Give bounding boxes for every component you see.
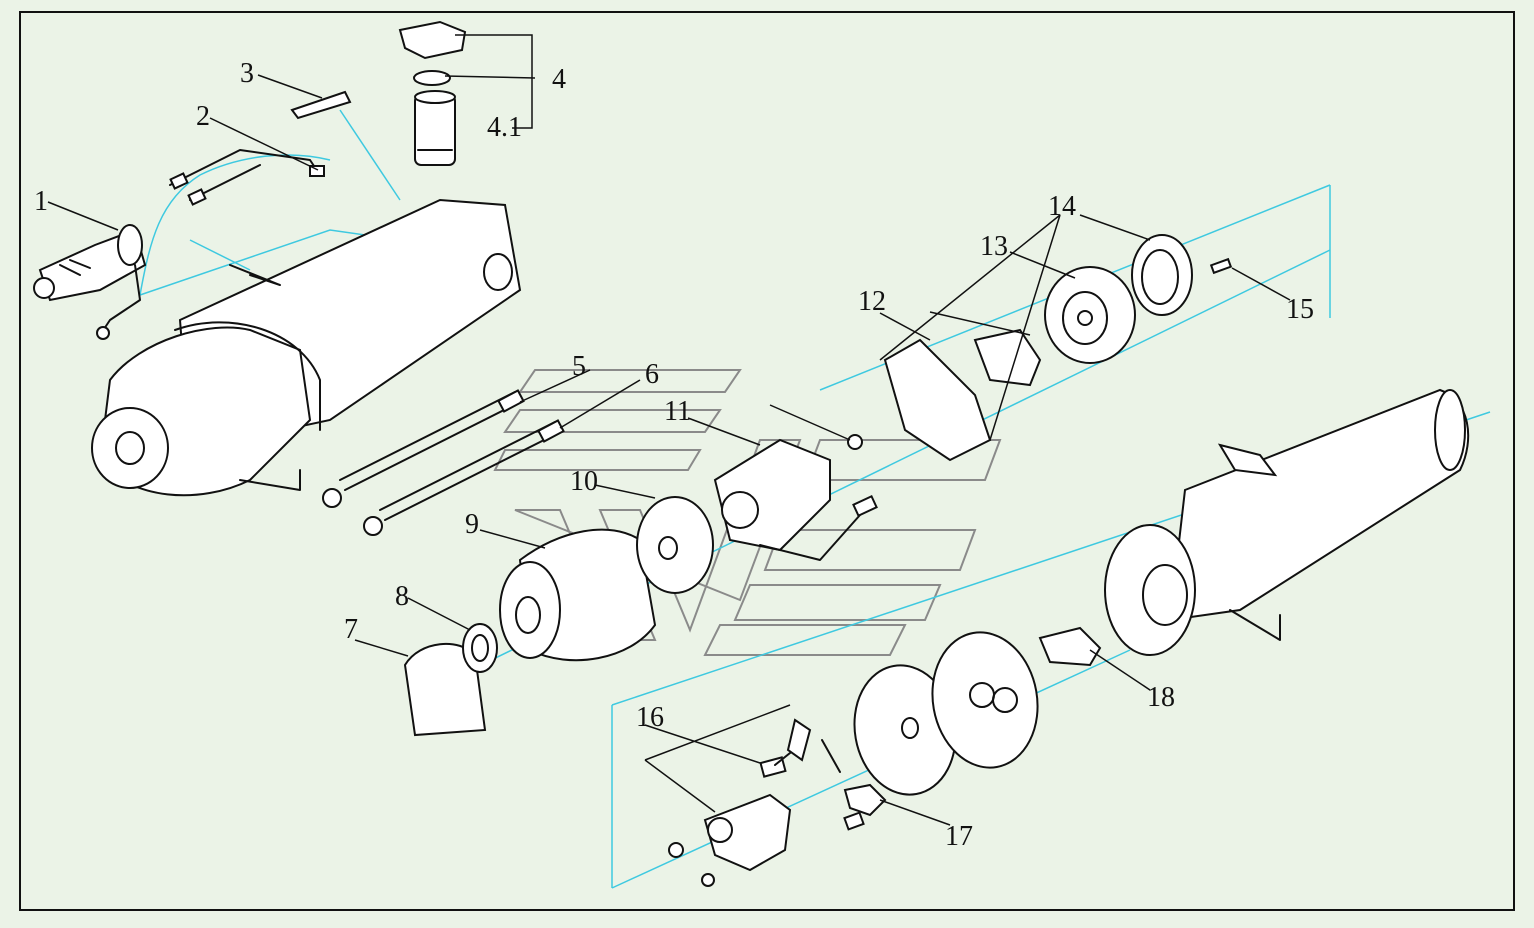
heat-exchanger-right [1104,388,1470,656]
callout-16: 16 [636,702,664,733]
callout-5: 5 [572,351,586,382]
part-17-sensor [843,783,887,831]
callout-12: 12 [858,286,886,317]
part-16-burner-pump [668,793,792,887]
callout-11: 11 [664,396,691,427]
callout-labels: 1 2 3 4 4.1 5 6 7 8 9 10 11 12 13 14 15 … [34,58,1314,852]
leader-lines [47,34,1291,826]
part-14-gasket-ring [1131,234,1193,316]
part-5-fuel-hose [322,389,525,508]
part-15-screw [1209,257,1233,275]
callout-17: 17 [945,821,973,852]
callout-4: 4 [552,64,566,95]
part-13-fan-housing [1044,266,1136,364]
part-8-seal-ring [462,623,498,673]
heater-assembly-left [91,198,522,497]
callout-4-1: 4.1 [487,112,522,143]
callout-13: 13 [980,231,1008,262]
part-4-fuel-filter [398,20,467,166]
part-18-connector [1038,626,1102,667]
callout-7: 7 [344,614,358,645]
callout-14: 14 [1048,191,1076,222]
callout-8: 8 [395,581,409,612]
part-2-wire-sensor [169,149,325,206]
part-11-blower-motor [713,434,878,561]
part-9-housing [499,528,657,662]
callout-2: 2 [196,101,210,132]
part-6-fuel-hose [363,419,565,536]
part-1-fuel-pump [33,224,147,340]
callout-3: 3 [240,58,254,89]
callout-1: 1 [34,186,48,217]
part-3-temperature-probe [290,90,352,120]
part-7-end-cap [403,642,487,737]
callout-15: 15 [1286,294,1314,325]
diagram-frame [19,11,1515,911]
part-10-gasket-disk [636,496,714,594]
callout-18: 18 [1147,682,1175,713]
mounting-plates [853,631,1039,796]
callout-10: 10 [570,466,598,497]
part-16-glow-plug [759,718,841,778]
callout-6: 6 [645,359,659,390]
part-12-control-unit [883,328,1042,462]
callout-9: 9 [465,509,479,540]
